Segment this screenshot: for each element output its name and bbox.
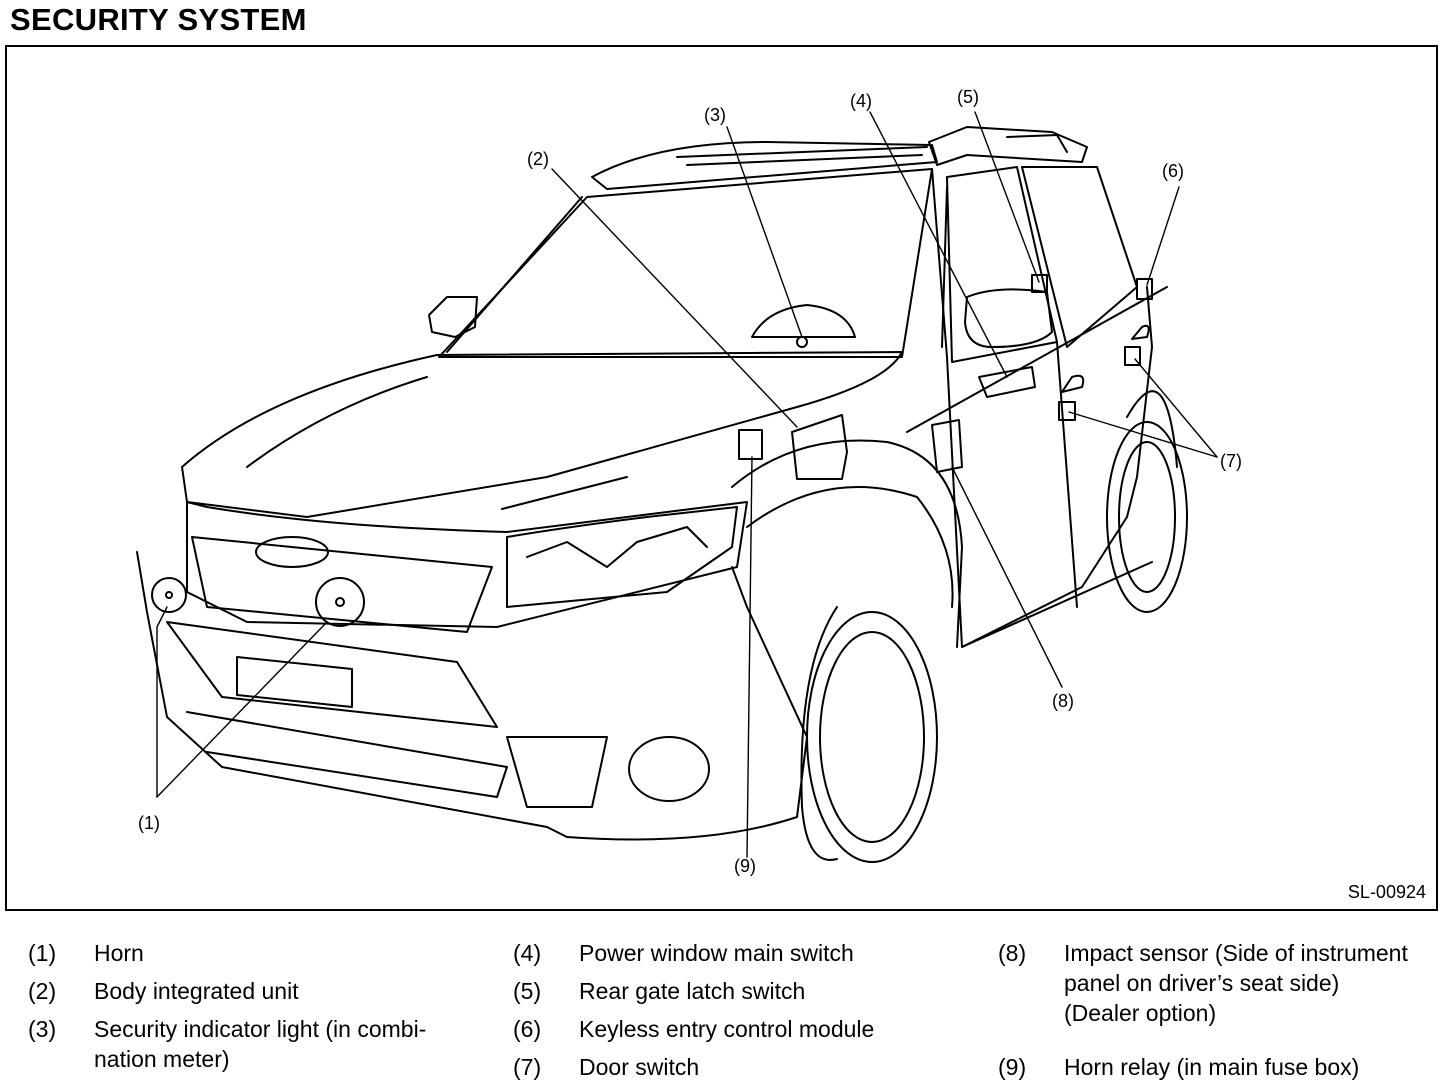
figure-code: SL-00924: [1347, 882, 1426, 902]
car-side-body: [906, 166, 1168, 648]
power-window-main-switch: [978, 366, 1036, 398]
fog-light: [628, 736, 710, 802]
callout-2: (2): [527, 149, 549, 169]
windshield: [438, 168, 933, 358]
callout-3: (3): [704, 105, 726, 125]
right-side-mirror: [964, 288, 1053, 348]
security-indicator-light: [796, 336, 808, 348]
callout-6: (6): [1162, 161, 1184, 181]
license-plate: [236, 656, 353, 708]
hood: [181, 351, 903, 518]
page-title: SECURITY SYSTEM: [10, 2, 307, 37]
front-grille: [186, 501, 748, 633]
left-side-mirror: [428, 296, 478, 338]
brand-emblem: [255, 536, 329, 568]
horn-relay-fuse-box: [738, 429, 763, 460]
body-integrated-unit: [791, 414, 848, 480]
car-diagram: (1) (2) (3) (4) (5) (6) (7) (8) (9): [136, 87, 1242, 876]
horn-right: [315, 577, 365, 627]
impact-sensor: [931, 419, 963, 473]
keyless-entry-control-module: [1136, 278, 1153, 300]
callout-4: (4): [850, 91, 872, 111]
rear-wheel: [1106, 390, 1188, 613]
front-bumper: [136, 551, 808, 841]
callout-9: (9): [734, 856, 756, 876]
right-headlight: [506, 506, 738, 608]
callout-5: (5): [957, 87, 979, 107]
car-roof: [591, 126, 1088, 190]
leader-lines: [156, 111, 1218, 858]
horn-left: [151, 577, 187, 613]
combination-meter: [751, 304, 856, 338]
door-switch-front: [1058, 401, 1076, 421]
figure-frame: (1) (2) (3) (4) (5) (6) (7) (8) (9) SL-0…: [5, 45, 1438, 911]
callout-8: (8): [1052, 691, 1074, 711]
callout-1: (1): [138, 813, 160, 833]
callout-7: (7): [1220, 451, 1242, 471]
rear-gate-latch-switch: [1031, 274, 1048, 293]
